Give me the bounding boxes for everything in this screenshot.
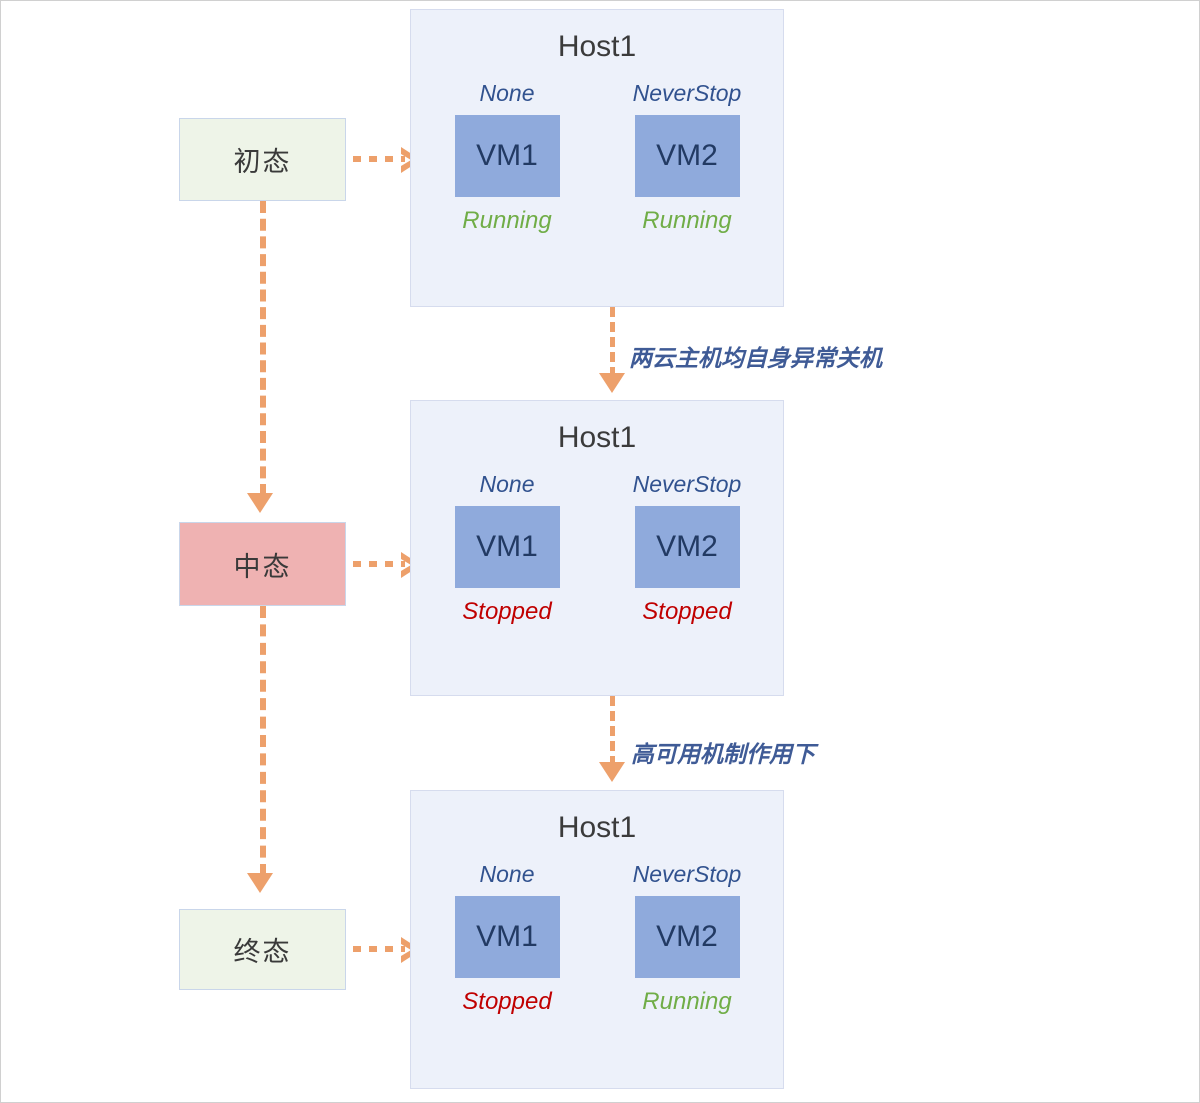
state-flow-line-initial-to-middle bbox=[260, 201, 266, 496]
vm-block-stage1-vm2[interactable]: VM2 bbox=[634, 115, 740, 197]
state-label-initial: 初态 bbox=[233, 147, 292, 178]
connector-dots-initial-to-host1 bbox=[353, 156, 405, 162]
vm-policy-stage1-vm1: None bbox=[479, 80, 535, 106]
vm-cell-stage2-vm1[interactable]: None VM1 Stopped bbox=[452, 471, 562, 626]
vm-status-stage2-vm2: Stopped bbox=[642, 598, 732, 625]
vm-policy-stage1-vm2: NeverStop bbox=[632, 80, 742, 106]
connector-dots-middle-to-host2 bbox=[353, 561, 405, 567]
host-box-stage-2[interactable]: Host1 None VM1 Stopped NeverStop VM2 Sto… bbox=[410, 400, 784, 696]
connector-dots-final-to-host3 bbox=[353, 946, 405, 952]
vm-policy-stage3-vm1: None bbox=[479, 861, 535, 887]
vm-block-stage3-vm1[interactable]: VM1 bbox=[454, 896, 560, 978]
vm-block-stage2-vm2[interactable]: VM2 bbox=[634, 506, 740, 588]
transition-label-1: 两云主机均自身异常关机 bbox=[629, 346, 882, 372]
state-box-initial[interactable]: 初态 bbox=[179, 118, 346, 201]
host-title-stage-1: Host1 bbox=[557, 30, 637, 63]
state-box-middle[interactable]: 中态 bbox=[179, 522, 346, 606]
vm-cell-stage3-vm2[interactable]: NeverStop VM2 Running bbox=[632, 861, 742, 1016]
vm-cell-stage3-vm1[interactable]: None VM1 Stopped bbox=[452, 861, 562, 1016]
vm-block-stage3-vm2[interactable]: VM2 bbox=[634, 896, 740, 978]
vm-policy-stage2-vm1: None bbox=[479, 471, 535, 497]
state-flow-line-middle-to-final bbox=[260, 606, 266, 876]
vm-status-stage1-vm1: Running bbox=[462, 207, 552, 234]
host-title-stage-3: Host1 bbox=[557, 811, 637, 844]
state-box-final[interactable]: 终态 bbox=[179, 909, 346, 990]
vm-row-stage-1: None VM1 Running NeverStop VM2 Running bbox=[411, 80, 783, 235]
vm-cell-stage1-vm2[interactable]: NeverStop VM2 Running bbox=[632, 80, 742, 235]
state-flow-arrow-to-middle bbox=[247, 493, 273, 513]
vm-status-stage3-vm1: Stopped bbox=[462, 988, 552, 1015]
vm-policy-stage2-vm2: NeverStop bbox=[632, 471, 742, 497]
transition-label-2: 高可用机制作用下 bbox=[631, 742, 815, 768]
vm-status-stage1-vm2: Running bbox=[642, 207, 732, 234]
state-flow-arrow-to-final bbox=[247, 873, 273, 893]
vm-status-stage2-vm1: Stopped bbox=[462, 598, 552, 625]
host-box-stage-3[interactable]: Host1 None VM1 Stopped NeverStop VM2 Run… bbox=[410, 790, 784, 1089]
vm-cell-stage1-vm1[interactable]: None VM1 Running bbox=[452, 80, 562, 235]
vm-block-stage1-vm1[interactable]: VM1 bbox=[454, 115, 560, 197]
transition-line-1 bbox=[610, 307, 615, 377]
vm-row-stage-3: None VM1 Stopped NeverStop VM2 Running bbox=[411, 861, 783, 1016]
vm-block-stage2-vm1[interactable]: VM1 bbox=[454, 506, 560, 588]
vm-status-stage3-vm2: Running bbox=[642, 988, 732, 1015]
state-label-middle: 中态 bbox=[233, 551, 292, 583]
vm-policy-stage3-vm2: NeverStop bbox=[632, 861, 742, 887]
host-title-stage-2: Host1 bbox=[557, 421, 637, 454]
transition-arrow-2 bbox=[599, 762, 625, 782]
host-box-stage-1[interactable]: Host1 None VM1 Running NeverStop VM2 Run… bbox=[410, 9, 784, 307]
state-label-final: 终态 bbox=[233, 937, 292, 968]
vm-cell-stage2-vm2[interactable]: NeverStop VM2 Stopped bbox=[632, 471, 742, 626]
vm-row-stage-2: None VM1 Stopped NeverStop VM2 Stopped bbox=[411, 471, 783, 626]
transition-arrow-1 bbox=[599, 373, 625, 393]
transition-line-2 bbox=[610, 696, 615, 766]
